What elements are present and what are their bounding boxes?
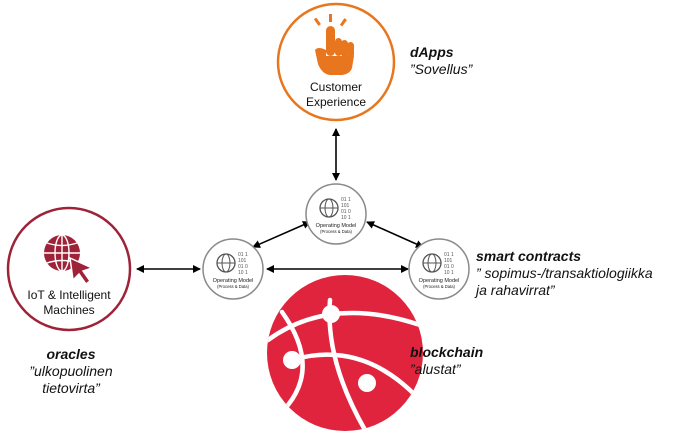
arrow-om-top-om-left [252, 221, 311, 248]
blockchain-node [267, 275, 423, 431]
label-oracles-term: oracles [46, 346, 96, 362]
label-smart-desc2: ja rahavirrat” [476, 282, 555, 298]
label-oracles: oracles ”ulkopuolinen tietovirta” [26, 346, 116, 397]
label-oracles-desc2: tietovirta” [42, 380, 100, 396]
operating-model-title: Operating Model [213, 278, 254, 284]
operating-model-subtitle: (Process & Data) [217, 284, 249, 289]
label-dapps-term: dApps [410, 44, 454, 60]
label-oracles-desc1: ”ulkopuolinen [29, 363, 113, 379]
label-smart-contracts: smart contracts ” sopimus-/transaktiolog… [476, 248, 653, 299]
arrows [136, 128, 424, 273]
operating-model-top: 01 1 101 01 0 10 1 Operating Model (Proc… [305, 183, 367, 245]
customer-experience-node: Customer Experience [276, 2, 396, 122]
svg-text:01 1: 01 1 [238, 252, 248, 258]
iot-subtitle: Machines [43, 303, 94, 317]
label-dapps: dApps ”Sovellus” [410, 44, 472, 78]
svg-text:10 1: 10 1 [341, 215, 351, 221]
iot-node: IoT & Intelligent Machines [6, 206, 132, 332]
operating-model-right: 01 1 101 01 0 10 1 Operating Model (Proc… [408, 238, 470, 300]
label-blockchain-term: blockchain [410, 344, 484, 360]
network-nodes [283, 305, 376, 392]
label-smart-term: smart contracts [476, 248, 582, 264]
svg-text:101: 101 [444, 258, 453, 264]
svg-text:01 0: 01 0 [341, 209, 351, 215]
svg-text:01 0: 01 0 [238, 264, 248, 270]
globe-binary-icon: 01 1 101 01 0 10 1 [216, 252, 248, 276]
svg-text:101: 101 [238, 258, 247, 264]
globe-binary-icon: 01 1 101 01 0 10 1 [422, 252, 454, 276]
operating-model-subtitle: (Process & Data) [320, 229, 352, 234]
globe-cursor-icon [44, 234, 95, 286]
label-dapps-desc: ”Sovellus” [410, 61, 473, 77]
svg-text:01 0: 01 0 [444, 264, 454, 270]
operating-model-subtitle: (Process & Data) [423, 284, 455, 289]
label-smart-desc1: ” sopimus-/transaktiologiikka [476, 265, 653, 281]
globe-binary-icon: 01 1 101 01 0 10 1 [319, 197, 351, 221]
svg-text:01 1: 01 1 [444, 252, 454, 258]
label-blockchain-desc: ”alustat” [410, 361, 461, 377]
customer-experience-subtitle: Experience [306, 95, 366, 109]
svg-text:10 1: 10 1 [238, 270, 248, 276]
label-blockchain: blockchain ”alustat” [410, 344, 483, 378]
arrow-om-top-om-right [366, 221, 424, 248]
customer-experience-title: Customer [310, 80, 362, 94]
svg-text:101: 101 [341, 203, 350, 209]
svg-text:10 1: 10 1 [444, 270, 454, 276]
operating-model-title: Operating Model [419, 278, 460, 284]
operating-model-title: Operating Model [316, 223, 357, 229]
pointing-hand-icon [313, 14, 354, 75]
iot-title: IoT & Intelligent [27, 288, 111, 302]
operating-model-left: 01 1 101 01 0 10 1 Operating Model (Proc… [202, 238, 264, 300]
svg-text:01 1: 01 1 [341, 197, 351, 203]
